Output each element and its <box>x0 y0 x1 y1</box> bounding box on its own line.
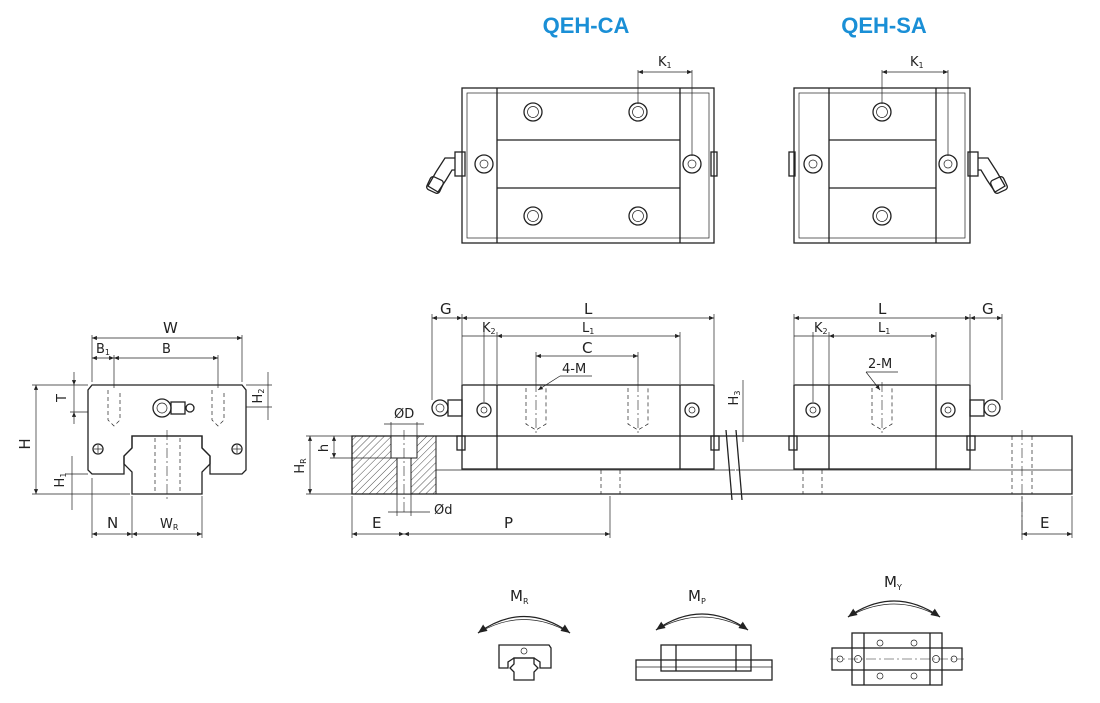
dim-l-sa: L <box>878 300 887 318</box>
dim-l1-ca: L1 <box>582 321 594 336</box>
dim-l1-sa: L1 <box>878 321 890 336</box>
moment-mp: MP <box>635 587 773 681</box>
dim-osd: Ød <box>434 503 452 518</box>
moment-my: MY <box>830 573 964 686</box>
dim-wr: WR <box>160 517 179 532</box>
title-qeh-ca: QEH-CA <box>543 13 630 38</box>
dim-h: H <box>16 438 34 449</box>
dim-g-sa: G <box>982 300 994 318</box>
dim-b: B <box>162 342 171 357</box>
label-mr: MR <box>510 587 529 606</box>
label-mp: MP <box>688 587 706 606</box>
dim-e-right: E <box>1040 514 1049 532</box>
side-view-ca: G L K2 L1 C 4-M H3 ØD Ød HR h E <box>293 300 1073 540</box>
dim-2m: 2-M <box>868 357 892 372</box>
dim-e-left: E <box>372 514 381 532</box>
dim-p: P <box>504 514 513 532</box>
end-view: W B1 B H T H1 H2 N WR <box>16 319 272 538</box>
dim-4m: 4-M <box>562 362 586 377</box>
dim-hr: HR <box>293 458 308 474</box>
dim-h2: H2 <box>251 389 266 404</box>
dim-k2-ca: K2 <box>482 321 496 336</box>
dim-n: N <box>107 514 118 532</box>
dim-h3: H3 <box>727 391 742 406</box>
dim-l-ca: L <box>584 300 593 318</box>
dim-t: T <box>55 394 70 403</box>
label-my: MY <box>884 573 902 592</box>
dim-w: W <box>163 319 178 337</box>
dim-k2-sa: K2 <box>814 321 828 336</box>
dim-h1: H1 <box>53 473 68 488</box>
dim-g-ca: G <box>440 300 452 318</box>
top-view-sa: K1 <box>788 55 1008 244</box>
side-view-sa: L G K2 L1 2-M E <box>788 300 1073 538</box>
dim-b1: B1 <box>96 342 110 357</box>
dim-k1-sa: K1 <box>910 55 924 70</box>
title-qeh-sa: QEH-SA <box>841 13 927 38</box>
dim-h-small: h <box>317 444 332 452</box>
dim-od: ØD <box>394 407 414 422</box>
top-view-ca: K1 <box>426 55 718 244</box>
dim-c: C <box>582 339 592 357</box>
moment-mr: MR <box>477 587 571 681</box>
dim-k1-ca: K1 <box>658 55 672 70</box>
